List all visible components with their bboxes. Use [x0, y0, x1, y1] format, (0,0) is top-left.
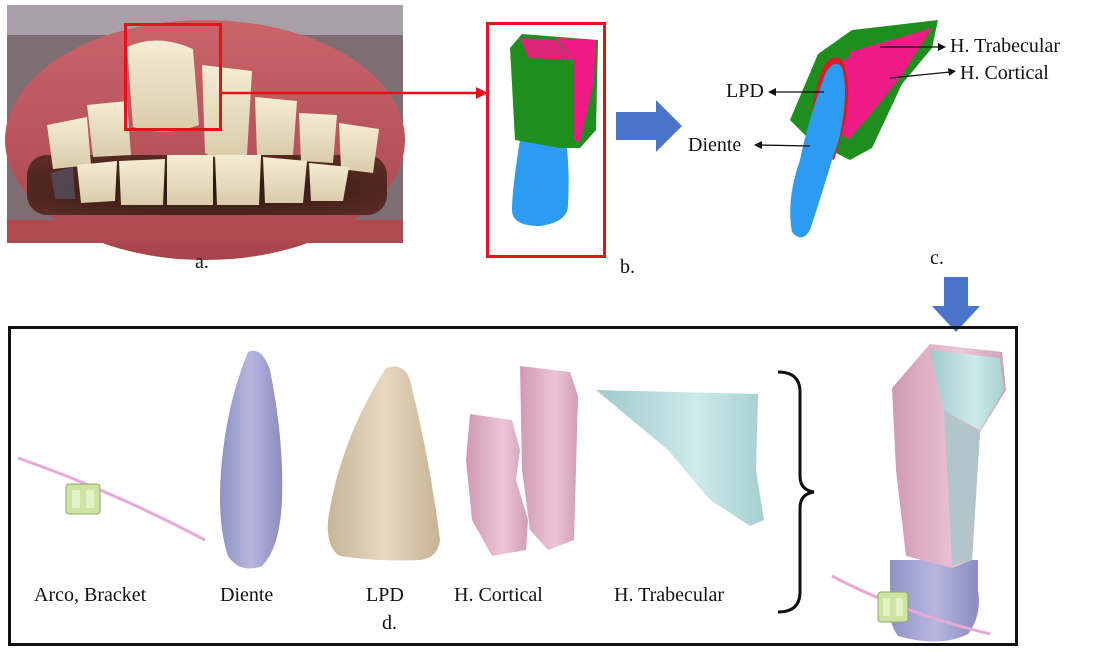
label-trabecular: H. Trabecular	[614, 584, 724, 607]
label-lpd: LPD	[366, 584, 404, 607]
label-diente: Diente	[220, 584, 273, 607]
label-cortical: H. Cortical	[454, 584, 543, 607]
panel-label-d: d.	[382, 612, 397, 635]
label-arco-bracket: Arco, Bracket	[34, 584, 146, 607]
